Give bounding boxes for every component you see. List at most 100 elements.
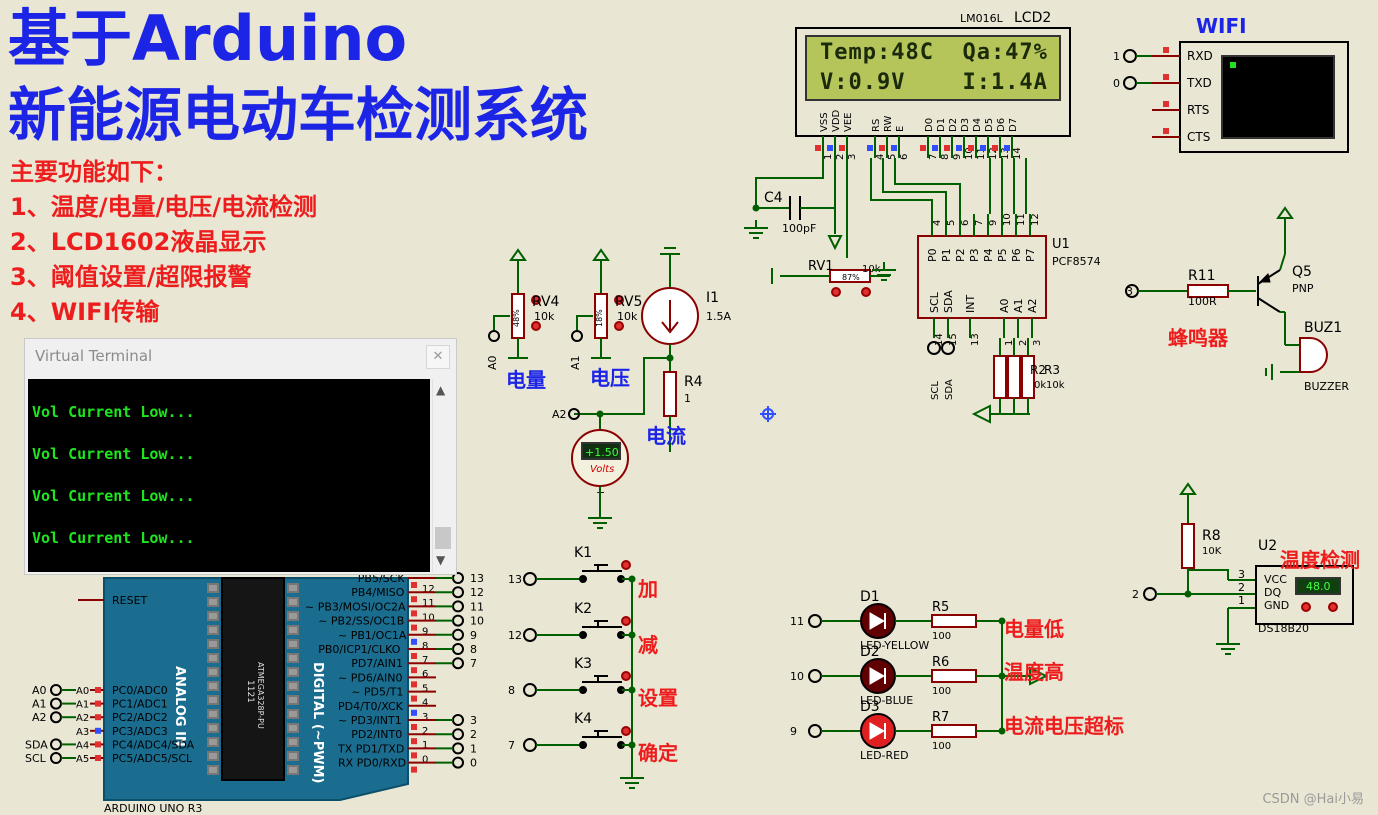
r8-name: R8 <box>1202 528 1221 544</box>
lcd-pin-number: 9 <box>952 154 963 160</box>
pin-state-indicator <box>411 610 417 617</box>
terminal-icon <box>452 643 464 655</box>
button-net: 12 <box>508 629 522 642</box>
analog-pin-label: PC3/ADC3 <box>112 725 168 738</box>
digital-pin-number: 4 <box>422 698 428 709</box>
pcf-pin-label: P5 <box>996 248 1009 262</box>
page-title: 基于Arduino <box>8 2 408 75</box>
terminal-line: Vol Current Low... <box>32 487 195 505</box>
pin-state-indicator <box>411 596 417 603</box>
pot-pct: 18% <box>595 309 604 327</box>
terminal-scrollbar[interactable]: ▲ ▼ <box>432 379 453 572</box>
r4-name: R4 <box>684 374 703 390</box>
chip-number: 1121 <box>245 680 255 703</box>
pin-state-indicator <box>95 714 101 721</box>
chip-pin <box>207 639 219 649</box>
reset-label: RESET <box>112 594 148 607</box>
r11-value: 100R <box>1188 295 1217 308</box>
digital-net: 0 <box>470 757 477 770</box>
chip-pin <box>287 765 299 775</box>
lcd-model: LM016L <box>960 12 1004 25</box>
lcd-pin-label: VSS <box>819 112 830 132</box>
pot-net: A1 <box>569 355 582 370</box>
analog-net: SCL <box>25 752 47 765</box>
pin-state-indicator <box>411 695 417 702</box>
pin-state-indicator <box>95 741 101 748</box>
lcd-pin-number: 1 <box>823 154 834 160</box>
led1-label: 电量低 <box>1004 617 1064 641</box>
chip-pin <box>207 765 219 775</box>
pcf-pin-label: P4 <box>982 248 995 262</box>
pin-state-indicator <box>920 145 926 151</box>
terminal-icon <box>50 697 62 710</box>
led-diode-symbol <box>869 722 886 740</box>
k1-label: 加 <box>638 577 658 601</box>
digital-pin-label: PB0/ICP1/CLKO <box>318 643 401 656</box>
feature-item: 2、LCD1602液晶显示 <box>10 228 267 256</box>
button-contact <box>579 741 587 749</box>
led-model: LED-BLUE <box>860 694 913 707</box>
watermark: CSDN @Hai小易 <box>1262 792 1364 807</box>
scroll-thumb[interactable] <box>435 527 451 549</box>
chip-pin <box>207 611 219 621</box>
q5-type: PNP <box>1292 282 1314 295</box>
led-name: D3 <box>860 699 880 715</box>
terminal-icon <box>927 341 941 355</box>
pin-state-indicator <box>861 287 871 297</box>
chip-pin <box>287 695 299 705</box>
pin-state-indicator <box>531 321 541 331</box>
terminal-icon <box>452 600 464 613</box>
pin-state-indicator <box>1004 145 1010 151</box>
close-icon[interactable]: ✕ <box>426 345 450 369</box>
led-res-name: R7 <box>932 710 949 725</box>
scroll-up-icon[interactable]: ▲ <box>436 383 446 397</box>
pin-state-indicator <box>411 709 417 716</box>
scroll-down-icon[interactable]: ▼ <box>436 553 446 567</box>
terminal-icon <box>523 572 537 586</box>
analog-net: SDA <box>25 738 48 751</box>
analog-net: A1 <box>32 698 47 711</box>
lcd-pin-number: 6 <box>899 154 910 160</box>
transistor-arrow-icon <box>1258 273 1271 283</box>
pcf-pin-number: 14 <box>934 333 945 346</box>
buzzer-model: BUZZER <box>1304 380 1349 393</box>
digital-pin-number: 12 <box>422 584 435 595</box>
lcd-screen <box>805 35 1061 101</box>
chip-pin <box>207 709 219 719</box>
terminal-screen[interactable]: Vol Current Low... Vol Current Low... Vo… <box>28 379 430 572</box>
ds-model: DS18B20 <box>1258 622 1309 635</box>
led-net: 11 <box>790 615 804 628</box>
digital-pin-label: PD2/INT0 <box>351 728 402 741</box>
c4-name: C4 <box>764 190 783 206</box>
pot-name: RV5 <box>615 294 642 310</box>
power-arrow-icon <box>509 248 527 261</box>
button-name: K4 <box>574 711 592 727</box>
chip-pin <box>207 681 219 691</box>
pin-state-indicator <box>621 671 631 681</box>
pcf-model: PCF8574 <box>1052 255 1101 268</box>
button-net: 8 <box>508 684 515 697</box>
analog-pin-short: A1 <box>76 700 89 711</box>
voltmeter-reading: +1.50 <box>585 446 619 459</box>
lcd-pin-number: 4 <box>875 154 886 160</box>
wire <box>870 158 933 214</box>
digital-net: 1 <box>470 742 477 755</box>
pot-value: 10k <box>534 310 555 323</box>
lcd-line-1: Temp:48C Qa:47% <box>820 40 1048 65</box>
chip-pin <box>207 737 219 747</box>
resistor-icon <box>1181 523 1195 569</box>
digital-pin-number: 10 <box>422 612 435 623</box>
pin-state-indicator <box>891 145 897 151</box>
buzzer-icon <box>1299 337 1328 373</box>
voltmeter-net: A2 <box>552 408 567 421</box>
terminal-label: 0 <box>1113 77 1120 90</box>
chip-pin <box>287 667 299 677</box>
button-name: K1 <box>574 545 592 561</box>
r11-net: 3 <box>1126 285 1133 298</box>
r2-name: R2 <box>1030 363 1046 377</box>
terminal-icon <box>1123 76 1137 90</box>
digital-pin-number: 1 <box>422 740 428 751</box>
pin-state-indicator <box>968 145 974 151</box>
virtual-terminal-window[interactable]: Virtual Terminal ✕ Vol Current Low... Vo… <box>24 338 457 575</box>
